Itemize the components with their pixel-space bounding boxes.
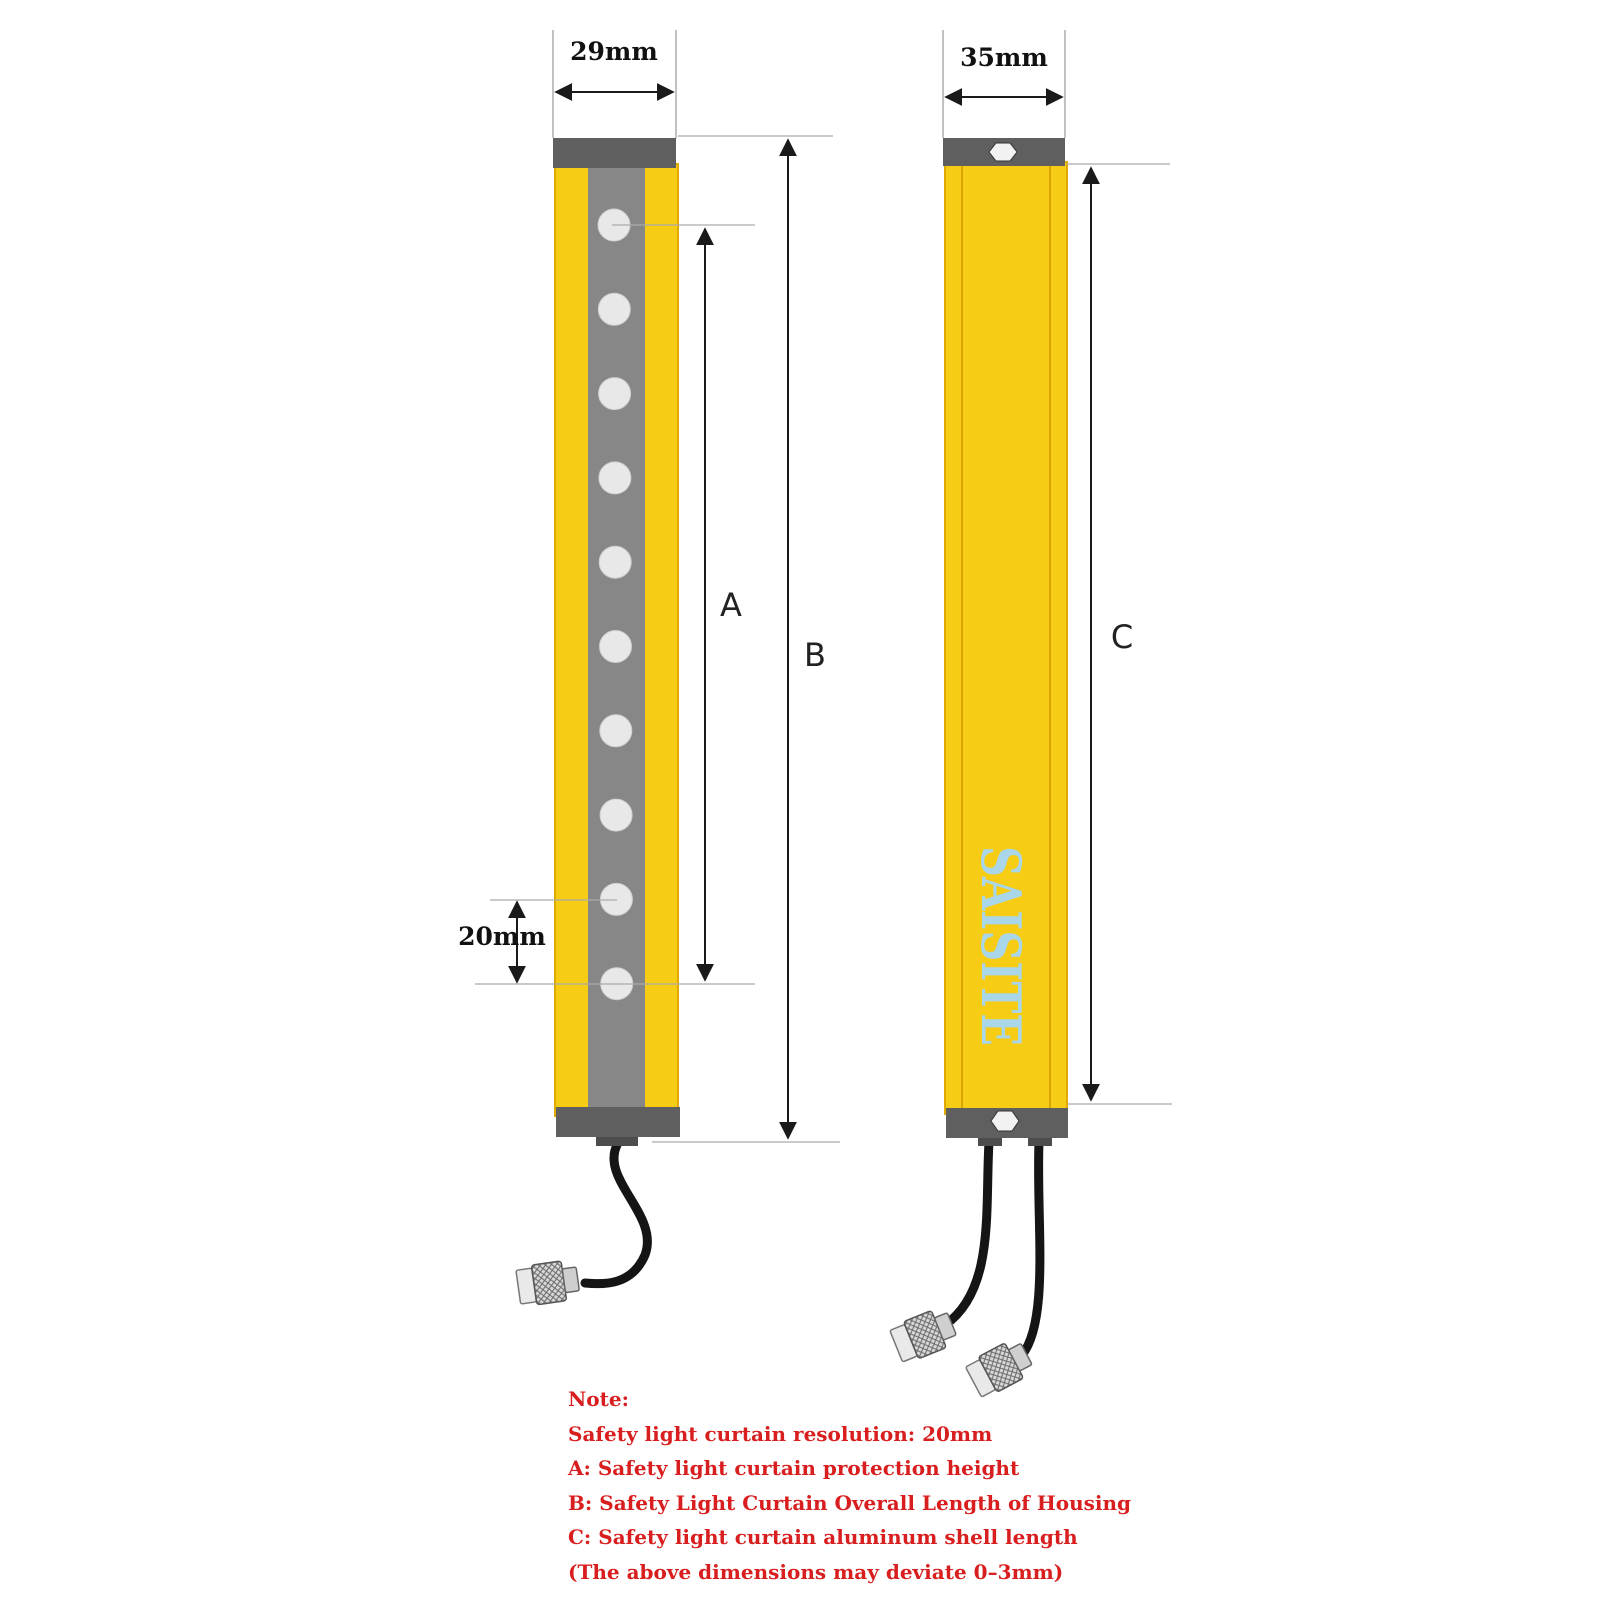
note-heading: Note: [568, 1387, 629, 1411]
note-line: C: Safety light curtain aluminum shell l… [568, 1525, 1078, 1550]
dimension-c-label: C [1111, 618, 1133, 656]
pitch-dimension: 20mm [458, 899, 617, 984]
left-connector [515, 1260, 580, 1306]
left-light-curtain [515, 138, 680, 1306]
note-line: (The above dimensions may deviate 0–3mm) [568, 1559, 1064, 1584]
right-connector-1 [889, 1310, 957, 1363]
width-label-left: 29mm [570, 37, 658, 66]
width-dimension-left: 29mm [552, 30, 677, 138]
top-mount-hole [988, 142, 1018, 162]
note-block: Note: Safety light curtain resolution: 2… [568, 1382, 1131, 1590]
width-label-right: 35mm [960, 43, 1048, 72]
width-dimension-right: 35mm [942, 30, 1066, 138]
lens-8 [599, 798, 633, 832]
left-bottom-cap [556, 1107, 680, 1137]
lens-7 [599, 714, 633, 748]
left-top-cap [553, 138, 676, 168]
right-cable-2 [1017, 1137, 1045, 1360]
left-cable [580, 1140, 652, 1289]
dimension-b-label: B [804, 636, 826, 674]
lens-5 [598, 545, 632, 579]
right-connector-2 [965, 1343, 1033, 1398]
lens-4 [598, 461, 632, 495]
lens-2 [597, 292, 631, 326]
right-housing [944, 161, 1068, 1115]
brand-logo: SAISITE [969, 846, 1033, 1046]
lens-3 [598, 377, 632, 411]
right-cable-1 [940, 1137, 994, 1330]
note-line: B: Safety Light Curtain Overall Length o… [568, 1490, 1132, 1515]
right-light-curtain: SAISITE [889, 138, 1068, 1398]
note-line: A: Safety light curtain protection heigh… [568, 1456, 1020, 1481]
lens-6 [599, 630, 632, 663]
pitch-label: 20mm [458, 922, 546, 951]
lens-array [597, 208, 634, 1001]
dimension-a: A [475, 224, 755, 985]
dimension-a-label: A [720, 586, 742, 624]
dimension-c: C [1067, 163, 1172, 1105]
dimension-b: B [652, 135, 840, 1143]
bottom-mount-hole [990, 1110, 1020, 1132]
note-line: Safety light curtain resolution: 20mm [568, 1421, 993, 1446]
